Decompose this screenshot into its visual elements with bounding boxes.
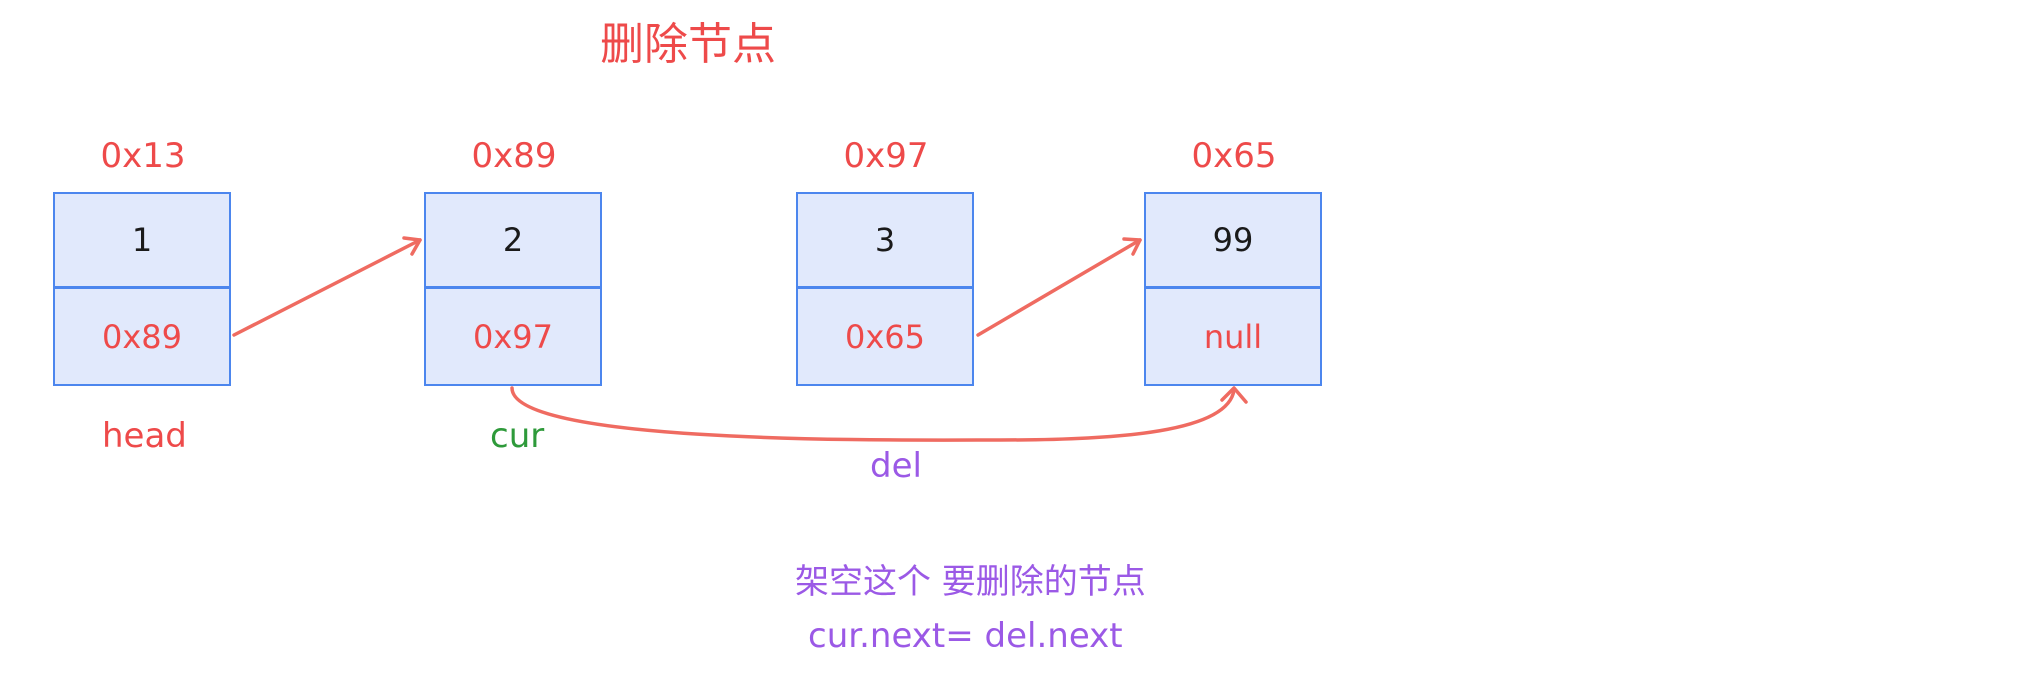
node-3-value: 3 (798, 194, 972, 289)
arrow-node3-to-node4 (976, 238, 1142, 337)
arrowhead-node4-icon (1122, 237, 1142, 256)
node-1-address: 0x13 (100, 136, 186, 176)
node-1-value: 1 (55, 194, 229, 289)
note-bypass: 架空这个 要删除的节点 (795, 562, 1146, 602)
head-pointer-label: head (102, 416, 187, 456)
arrow-node1-to-node2 (232, 238, 422, 337)
node-1: 1 0x89 (53, 192, 231, 386)
node-3-address: 0x97 (843, 136, 929, 176)
node-4-next: null (1203, 317, 1263, 356)
node-2-value: 2 (426, 194, 600, 289)
arrowhead-node2-icon (402, 236, 422, 256)
node-3: 3 0x65 (796, 192, 974, 386)
node-2: 2 0x97 (424, 192, 602, 386)
node-4-value: 99 (1146, 194, 1320, 289)
arrow-bypass-curve (510, 386, 1236, 442)
node-2-next: 0x97 (472, 317, 553, 356)
del-pointer-label: del (870, 446, 922, 486)
node-2-address: 0x89 (471, 136, 557, 176)
arrowhead-bypass-icon (1220, 386, 1248, 404)
cur-pointer-label: cur (490, 416, 545, 456)
node-3-next: 0x65 (844, 317, 925, 356)
node-4: 99 null (1144, 192, 1322, 386)
note-assignment: cur.next= del.next (808, 616, 1123, 656)
node-1-next: 0x89 (101, 317, 182, 356)
diagram-title: 删除节点 (600, 19, 776, 70)
node-4-address: 0x65 (1191, 136, 1277, 176)
